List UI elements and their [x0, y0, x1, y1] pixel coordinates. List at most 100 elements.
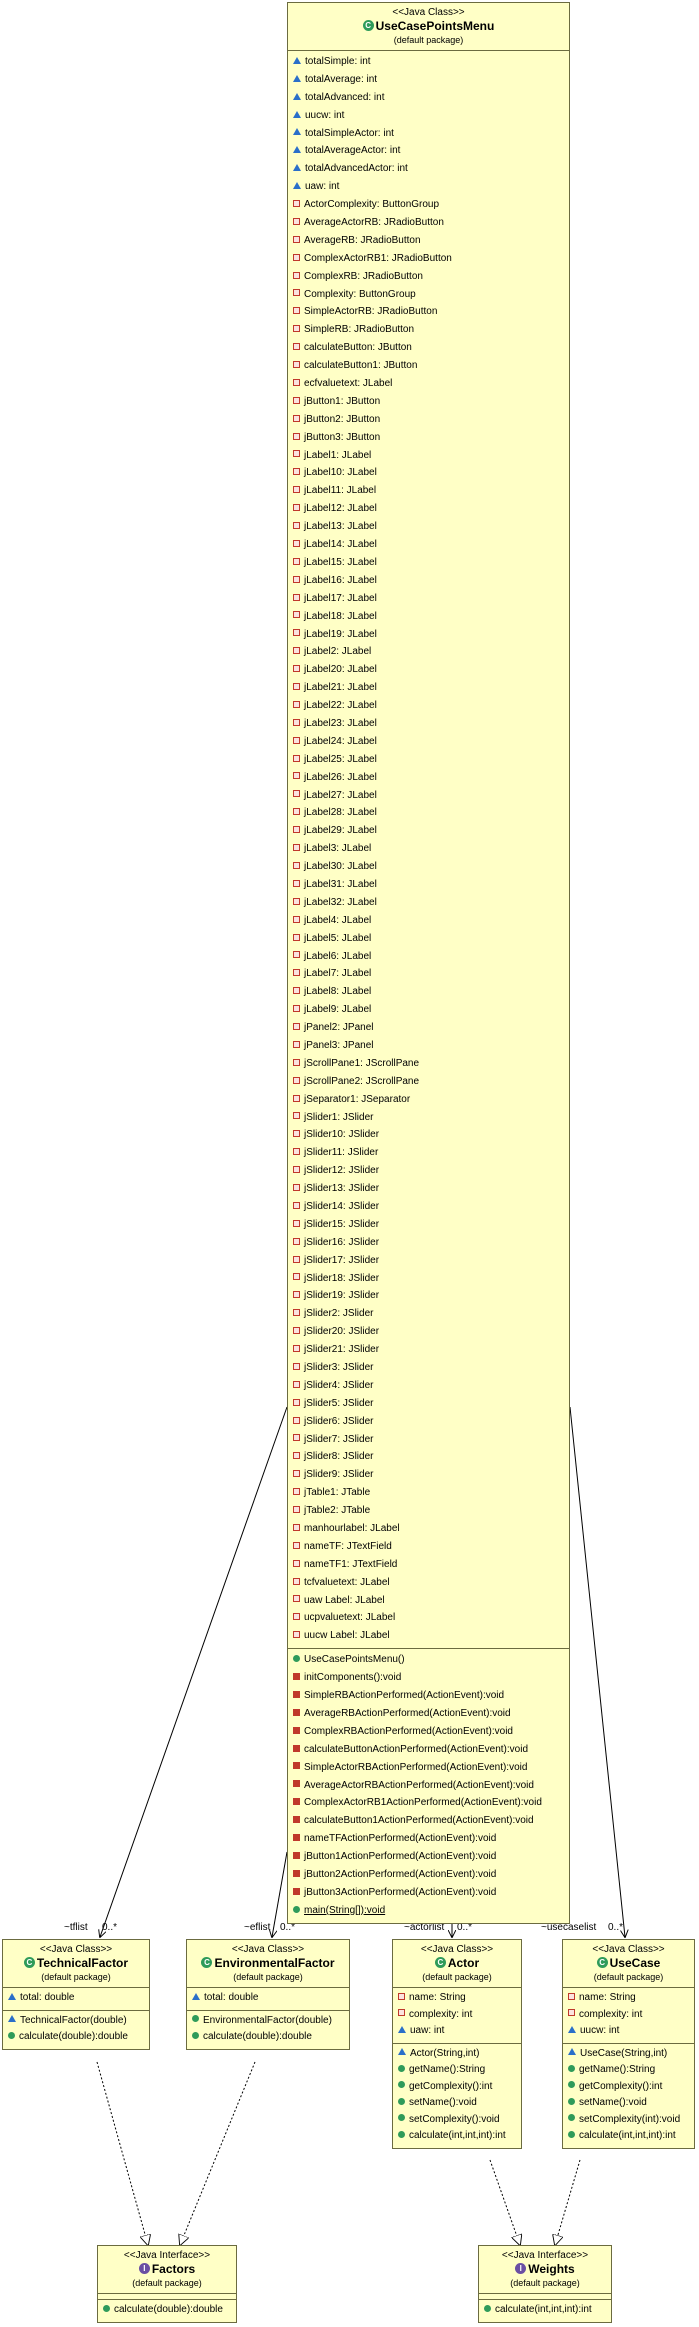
- field-row[interactable]: totalAdvanced: int: [288, 89, 569, 107]
- field-row[interactable]: jLabel29: JLabel: [288, 822, 569, 840]
- field-row[interactable]: uaw: int: [393, 2023, 521, 2040]
- method-row[interactable]: setName():void: [563, 2095, 694, 2112]
- field-row[interactable]: jLabel12: JLabel: [288, 500, 569, 518]
- method-row[interactable]: nameTFActionPerformed(ActionEvent):void: [288, 1830, 569, 1848]
- field-row[interactable]: uucw: int: [288, 107, 569, 125]
- field-row[interactable]: uaw: int: [288, 178, 569, 196]
- field-row[interactable]: jLabel13: JLabel: [288, 518, 569, 536]
- method-row[interactable]: ComplexRBActionPerformed(ActionEvent):vo…: [288, 1723, 569, 1741]
- method-row[interactable]: ComplexActorRB1ActionPerformed(ActionEve…: [288, 1794, 569, 1812]
- field-row[interactable]: jLabel16: JLabel: [288, 572, 569, 590]
- field-row[interactable]: jSlider20: JSlider: [288, 1323, 569, 1341]
- field-row[interactable]: jSlider11: JSlider: [288, 1144, 569, 1162]
- field-row[interactable]: jLabel27: JLabel: [288, 787, 569, 805]
- method-row[interactable]: getName():String: [563, 2062, 694, 2079]
- field-row[interactable]: jLabel2: JLabel: [288, 643, 569, 661]
- field-row[interactable]: jSlider18: JSlider: [288, 1270, 569, 1288]
- field-row[interactable]: jScrollPane1: JScrollPane: [288, 1055, 569, 1073]
- field-row[interactable]: jLabel15: JLabel: [288, 554, 569, 572]
- field-row[interactable]: jSlider4: JSlider: [288, 1377, 569, 1395]
- field-row[interactable]: SimpleRB: JRadioButton: [288, 321, 569, 339]
- field-row[interactable]: jLabel3: JLabel: [288, 840, 569, 858]
- field-row[interactable]: manhourlabel: JLabel: [288, 1520, 569, 1538]
- field-row[interactable]: jLabel25: JLabel: [288, 751, 569, 769]
- field-row[interactable]: jLabel8: JLabel: [288, 983, 569, 1001]
- field-row[interactable]: jSlider14: JSlider: [288, 1198, 569, 1216]
- field-row[interactable]: jSlider7: JSlider: [288, 1431, 569, 1449]
- field-row[interactable]: SimpleActorRB: JRadioButton: [288, 303, 569, 321]
- field-row[interactable]: jSlider12: JSlider: [288, 1162, 569, 1180]
- method-row[interactable]: jButton3ActionPerformed(ActionEvent):voi…: [288, 1884, 569, 1902]
- method-row[interactable]: setComplexity(int):void: [563, 2112, 694, 2129]
- field-row[interactable]: jSlider6: JSlider: [288, 1413, 569, 1431]
- field-row[interactable]: jButton2: JButton: [288, 411, 569, 429]
- method-row[interactable]: calculateButton1ActionPerformed(ActionEv…: [288, 1812, 569, 1830]
- field-row[interactable]: jLabel9: JLabel: [288, 1001, 569, 1019]
- field-row[interactable]: jLabel20: JLabel: [288, 661, 569, 679]
- field-row[interactable]: jTable2: JTable: [288, 1502, 569, 1520]
- field-row[interactable]: jSlider15: JSlider: [288, 1216, 569, 1234]
- field-row[interactable]: jSlider2: JSlider: [288, 1305, 569, 1323]
- field-row[interactable]: jLabel19: JLabel: [288, 626, 569, 644]
- field-row[interactable]: jSlider5: JSlider: [288, 1395, 569, 1413]
- method-row[interactable]: calculate(int,int,int):int: [393, 2128, 521, 2145]
- field-row[interactable]: totalAdvancedActor: int: [288, 160, 569, 178]
- field-row[interactable]: jLabel17: JLabel: [288, 590, 569, 608]
- field-row[interactable]: jSlider13: JSlider: [288, 1180, 569, 1198]
- field-row[interactable]: tcfvaluetext: JLabel: [288, 1574, 569, 1592]
- field-row[interactable]: name: String: [393, 1990, 521, 2007]
- field-row[interactable]: AverageRB: JRadioButton: [288, 232, 569, 250]
- field-row[interactable]: uucw: int: [563, 2023, 694, 2040]
- method-row[interactable]: SimpleActorRBActionPerformed(ActionEvent…: [288, 1759, 569, 1777]
- field-row[interactable]: jSlider9: JSlider: [288, 1466, 569, 1484]
- method-row[interactable]: jButton2ActionPerformed(ActionEvent):voi…: [288, 1866, 569, 1884]
- field-row[interactable]: complexity: int: [563, 2007, 694, 2024]
- field-row[interactable]: name: String: [563, 1990, 694, 2007]
- field-row[interactable]: ComplexRB: JRadioButton: [288, 268, 569, 286]
- field-row[interactable]: totalSimpleActor: int: [288, 125, 569, 143]
- field-row[interactable]: jLabel1: JLabel: [288, 447, 569, 465]
- field-row[interactable]: jSlider17: JSlider: [288, 1252, 569, 1270]
- field-row[interactable]: jLabel11: JLabel: [288, 482, 569, 500]
- method-row[interactable]: calculate(int,int,int):int: [479, 2302, 611, 2319]
- field-row[interactable]: jSlider3: JSlider: [288, 1359, 569, 1377]
- field-row[interactable]: jLabel6: JLabel: [288, 948, 569, 966]
- field-row[interactable]: AverageActorRB: JRadioButton: [288, 214, 569, 232]
- field-row[interactable]: jLabel31: JLabel: [288, 876, 569, 894]
- field-row[interactable]: jSlider8: JSlider: [288, 1448, 569, 1466]
- field-row[interactable]: jLabel14: JLabel: [288, 536, 569, 554]
- method-row[interactable]: getComplexity():int: [393, 2079, 521, 2096]
- field-row[interactable]: jLabel28: JLabel: [288, 804, 569, 822]
- field-row[interactable]: ActorComplexity: ButtonGroup: [288, 196, 569, 214]
- method-row[interactable]: jButton1ActionPerformed(ActionEvent):voi…: [288, 1848, 569, 1866]
- method-row[interactable]: Actor(String,int): [393, 2046, 521, 2063]
- field-row[interactable]: jSlider10: JSlider: [288, 1126, 569, 1144]
- field-row[interactable]: ComplexActorRB1: JRadioButton: [288, 250, 569, 268]
- method-row[interactable]: SimpleRBActionPerformed(ActionEvent):voi…: [288, 1687, 569, 1705]
- field-row[interactable]: jScrollPane2: JScrollPane: [288, 1073, 569, 1091]
- method-row[interactable]: getComplexity():int: [563, 2079, 694, 2096]
- method-row[interactable]: calculateButtonActionPerformed(ActionEve…: [288, 1741, 569, 1759]
- method-row[interactable]: UseCase(String,int): [563, 2046, 694, 2063]
- field-row[interactable]: jLabel4: JLabel: [288, 912, 569, 930]
- method-row[interactable]: TechnicalFactor(double): [3, 2013, 149, 2030]
- field-row[interactable]: ecfvaluetext: JLabel: [288, 375, 569, 393]
- method-row[interactable]: EnvironmentalFactor(double): [187, 2013, 349, 2030]
- method-row[interactable]: setName():void: [393, 2095, 521, 2112]
- field-row[interactable]: jSlider21: JSlider: [288, 1341, 569, 1359]
- field-row[interactable]: jButton3: JButton: [288, 429, 569, 447]
- field-row[interactable]: uucw Label: JLabel: [288, 1627, 569, 1645]
- field-row[interactable]: jLabel24: JLabel: [288, 733, 569, 751]
- field-row[interactable]: totalAverageActor: int: [288, 142, 569, 160]
- field-row[interactable]: complexity: int: [393, 2007, 521, 2024]
- method-row[interactable]: calculate(double):double: [187, 2029, 349, 2046]
- field-row[interactable]: totalAverage: int: [288, 71, 569, 89]
- field-row[interactable]: jButton1: JButton: [288, 393, 569, 411]
- field-row[interactable]: totalSimple: int: [288, 53, 569, 71]
- field-row[interactable]: Complexity: ButtonGroup: [288, 286, 569, 304]
- field-row[interactable]: total: double: [187, 1990, 349, 2007]
